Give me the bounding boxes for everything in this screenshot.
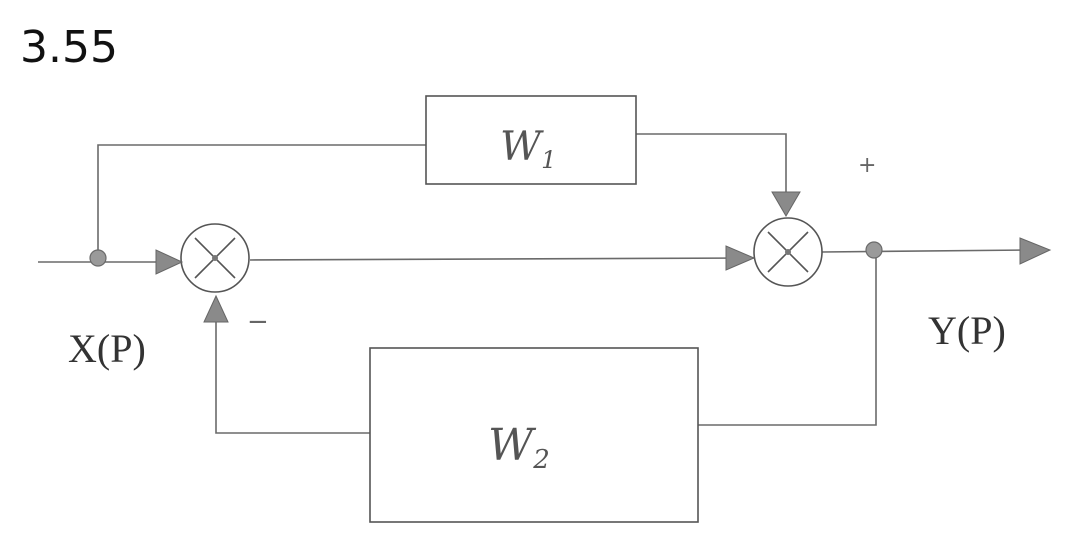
block-w1 bbox=[425, 95, 637, 185]
block-w1-label: W1 bbox=[500, 124, 556, 174]
block-w2-main: W bbox=[488, 420, 537, 471]
block-w2-label: W2 bbox=[488, 420, 550, 475]
feedback-path-in bbox=[698, 256, 877, 426]
summing-junction-2 bbox=[753, 217, 823, 287]
forward-line bbox=[249, 257, 755, 261]
output-line bbox=[821, 249, 1031, 253]
feedforward-path-in bbox=[97, 144, 426, 255]
output-signal-label: Y(P) bbox=[928, 308, 1006, 353]
input-branch-node bbox=[89, 249, 107, 267]
feedforward-path-out bbox=[636, 133, 787, 192]
arrow-output bbox=[1019, 237, 1052, 265]
output-branch-node bbox=[865, 241, 883, 259]
block-w1-sub: 1 bbox=[541, 146, 556, 174]
arrow-into-junction-2 bbox=[725, 245, 756, 271]
feedback-sign: − bbox=[247, 307, 269, 337]
block-w1-main: W bbox=[500, 124, 544, 170]
arrow-into-junction-1 bbox=[155, 249, 184, 275]
feedforward-sign: + bbox=[858, 153, 876, 178]
block-w2 bbox=[369, 347, 699, 523]
problem-number: 3.55 bbox=[20, 22, 118, 73]
summing-junction-1 bbox=[180, 223, 250, 293]
arrow-feedforward-into-junction-2 bbox=[771, 191, 801, 217]
feedback-path-out bbox=[215, 318, 370, 434]
block-w2-sub: 2 bbox=[532, 445, 550, 475]
arrow-feedback-into-junction-1 bbox=[203, 294, 229, 323]
input-signal-label: X(P) bbox=[68, 326, 146, 371]
